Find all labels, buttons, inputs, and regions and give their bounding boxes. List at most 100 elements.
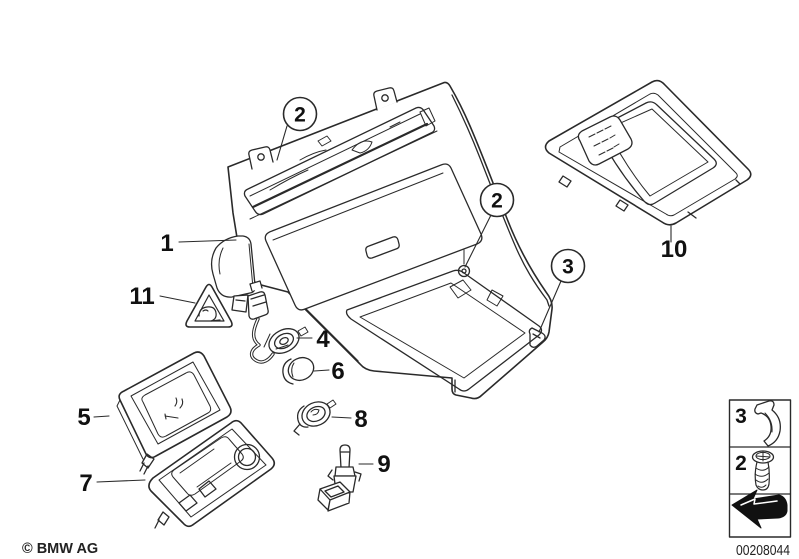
p9-connector-block <box>317 481 351 512</box>
p7-hole-inner <box>237 447 257 467</box>
tab-left-hole <box>257 153 265 161</box>
p10-inner <box>558 92 738 217</box>
legend-qty-clip: 3 <box>735 405 747 428</box>
copyright-text: © BMW AG <box>22 541 98 557</box>
clip-icon <box>754 400 781 447</box>
part-6-cap-drawing <box>282 356 315 385</box>
console-aperture-inner-line <box>249 113 421 197</box>
label-part-7[interactable]: 7 <box>79 470 92 497</box>
console-lip-line <box>249 130 438 220</box>
cigarette-symbol <box>198 306 221 322</box>
part-5-ashtray-insert-drawing <box>116 351 232 475</box>
callout-3[interactable]: 3 <box>550 248 586 284</box>
leader-callout-2-right <box>464 214 492 268</box>
p8-ring-mid <box>306 405 326 423</box>
p4-socket-core <box>279 336 289 346</box>
console-aperture-details <box>269 107 436 191</box>
pocket-inner-lines <box>218 243 254 289</box>
leader-7 <box>96 479 146 483</box>
p4-wire-core <box>250 318 274 363</box>
p4-connector <box>247 280 269 320</box>
p10-outer <box>544 79 752 226</box>
callout-2-top[interactable]: 2 <box>282 96 318 132</box>
legend-qty-screw: 2 <box>735 452 747 475</box>
console-lower-opening <box>345 269 543 392</box>
part-8-lighter-element-drawing <box>293 399 337 436</box>
callout-2-right[interactable]: 2 <box>479 182 515 218</box>
legend-separators <box>728 446 792 495</box>
console-mounting-tab-left <box>248 146 274 170</box>
diagram-number: 00208044 <box>736 543 790 559</box>
leader-callout-2-top <box>276 125 288 161</box>
screw-shaft <box>754 461 770 491</box>
part-10-shifter-trim-drawing <box>544 79 752 226</box>
label-part-4[interactable]: 4 <box>316 326 330 353</box>
leader-1 <box>178 239 237 243</box>
p11-triangle-inner <box>194 294 225 322</box>
console-door-handle <box>365 236 400 259</box>
p8-details <box>310 399 337 416</box>
console-lower-recess <box>359 282 526 379</box>
p5-top-inner <box>130 361 221 445</box>
leader-6 <box>313 369 330 372</box>
p5-front-edge <box>116 399 144 460</box>
footer: © BMW AG 00208044 <box>22 541 790 559</box>
label-part-6[interactable]: 6 <box>331 358 344 385</box>
screw-head <box>461 268 467 274</box>
p4-socket-details <box>263 326 309 350</box>
label-part-9[interactable]: 9 <box>377 451 390 478</box>
console-door-inner-line <box>272 172 444 241</box>
console-inner-brackets <box>449 279 504 307</box>
part-11-warning-triangle-drawing <box>185 283 233 328</box>
callout-2-top-number[interactable]: 2 <box>294 104 306 127</box>
p5-cigarette-glyph <box>164 397 184 420</box>
p6-inner-arc <box>291 362 295 378</box>
pocket-tab <box>231 294 249 313</box>
callout-2-right-number[interactable]: 2 <box>491 190 503 213</box>
label-part-5[interactable]: 5 <box>77 404 90 431</box>
leader-5 <box>93 415 110 418</box>
part-7-storage-box-drawing <box>148 419 276 529</box>
console-mounting-tab-right <box>373 87 398 111</box>
p7-feet <box>178 480 217 512</box>
p5-pin <box>139 453 155 475</box>
p4-socket-ring-outer <box>268 328 300 354</box>
arrow-highlight <box>740 498 778 506</box>
leader-11 <box>159 295 196 304</box>
p7-compartment <box>171 436 244 496</box>
callout-2-right-circle[interactable] <box>479 182 515 218</box>
callout-3-circle[interactable] <box>550 248 586 284</box>
p7-hole-outer <box>233 443 261 471</box>
legend-box: 3 2 <box>728 399 792 538</box>
label-part-1[interactable]: 1 <box>160 230 173 257</box>
part-4-socket-wiring-drawing <box>247 280 309 364</box>
label-part-8[interactable]: 8 <box>354 406 367 433</box>
p9-bulb <box>339 444 351 469</box>
label-part-11[interactable]: 11 <box>129 283 154 310</box>
part-1-side-pocket-drawing <box>210 235 256 313</box>
label-part-10[interactable]: 10 <box>661 236 688 263</box>
screw-head-slots <box>755 451 771 462</box>
part-9-bulb-socket-drawing <box>317 444 362 512</box>
pocket-outline <box>210 235 256 298</box>
leader-lines <box>93 125 672 483</box>
p4-socket-ring-mid <box>273 332 295 350</box>
p5-outer <box>118 351 232 459</box>
console-aperture-slot <box>251 122 429 209</box>
clip-location-detail <box>528 327 546 348</box>
screw-boss <box>457 264 471 278</box>
callout-2-top-circle[interactable] <box>282 96 318 132</box>
clip-icon-inner-line <box>764 412 773 433</box>
tab-right-hole <box>381 94 389 102</box>
part-2-console-trim-drawing <box>227 81 553 400</box>
p10-panel-marks <box>588 125 620 156</box>
p6-front <box>287 356 315 382</box>
p10-tabs <box>558 175 741 219</box>
direction-arrow-icon <box>731 489 788 529</box>
leader-8 <box>331 416 352 419</box>
p7-outer <box>148 419 276 528</box>
screw-threads <box>754 466 770 488</box>
callout-3-number[interactable]: 3 <box>562 256 574 279</box>
